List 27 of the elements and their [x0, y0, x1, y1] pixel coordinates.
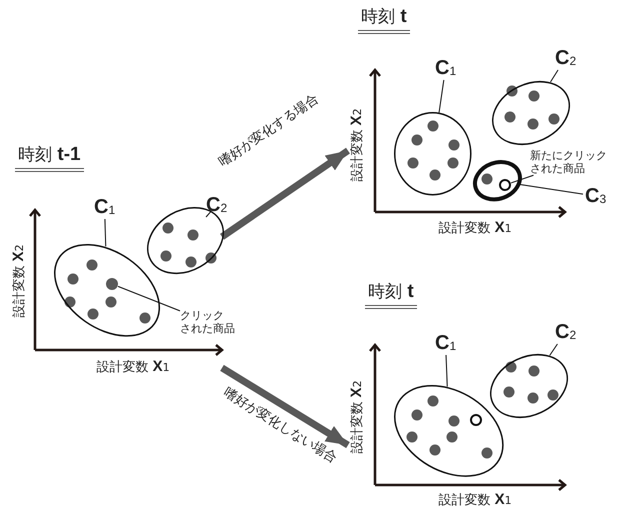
- leader-line: [438, 80, 444, 113]
- panel-heading: 時刻 t-1: [15, 144, 84, 172]
- cluster-ellipse: [52, 242, 161, 338]
- leader-line: [518, 184, 584, 195]
- hollow-circle-marker: [470, 414, 482, 426]
- cluster-ellipse: [490, 80, 571, 146]
- arrow: [220, 364, 350, 448]
- callout-label: 新たにクリックされた商品: [530, 150, 612, 176]
- data-point: [106, 278, 118, 290]
- leader-line: [550, 70, 559, 83]
- callout-label: クリックされた商品: [180, 310, 240, 336]
- leader-line: [104, 218, 106, 247]
- hollow-circle-marker: [498, 178, 511, 191]
- leader-line: [549, 344, 558, 356]
- cluster-ellipse: [393, 384, 505, 478]
- leader-line: [117, 286, 180, 312]
- cluster-ellipse: [472, 159, 522, 203]
- cluster-ellipse: [488, 353, 569, 419]
- leader-line: [206, 210, 212, 218]
- panel-heading: 時刻 t: [365, 281, 417, 309]
- leader-line: [446, 354, 448, 388]
- edge-label: 嗜好が変化しない場合: [220, 384, 340, 466]
- panel-heading: 時刻 t: [358, 6, 410, 34]
- leader-line: [510, 174, 534, 184]
- edge-label: 嗜好が変化する場合: [216, 91, 322, 170]
- arrow: [220, 148, 350, 240]
- cluster-ellipse: [393, 111, 473, 197]
